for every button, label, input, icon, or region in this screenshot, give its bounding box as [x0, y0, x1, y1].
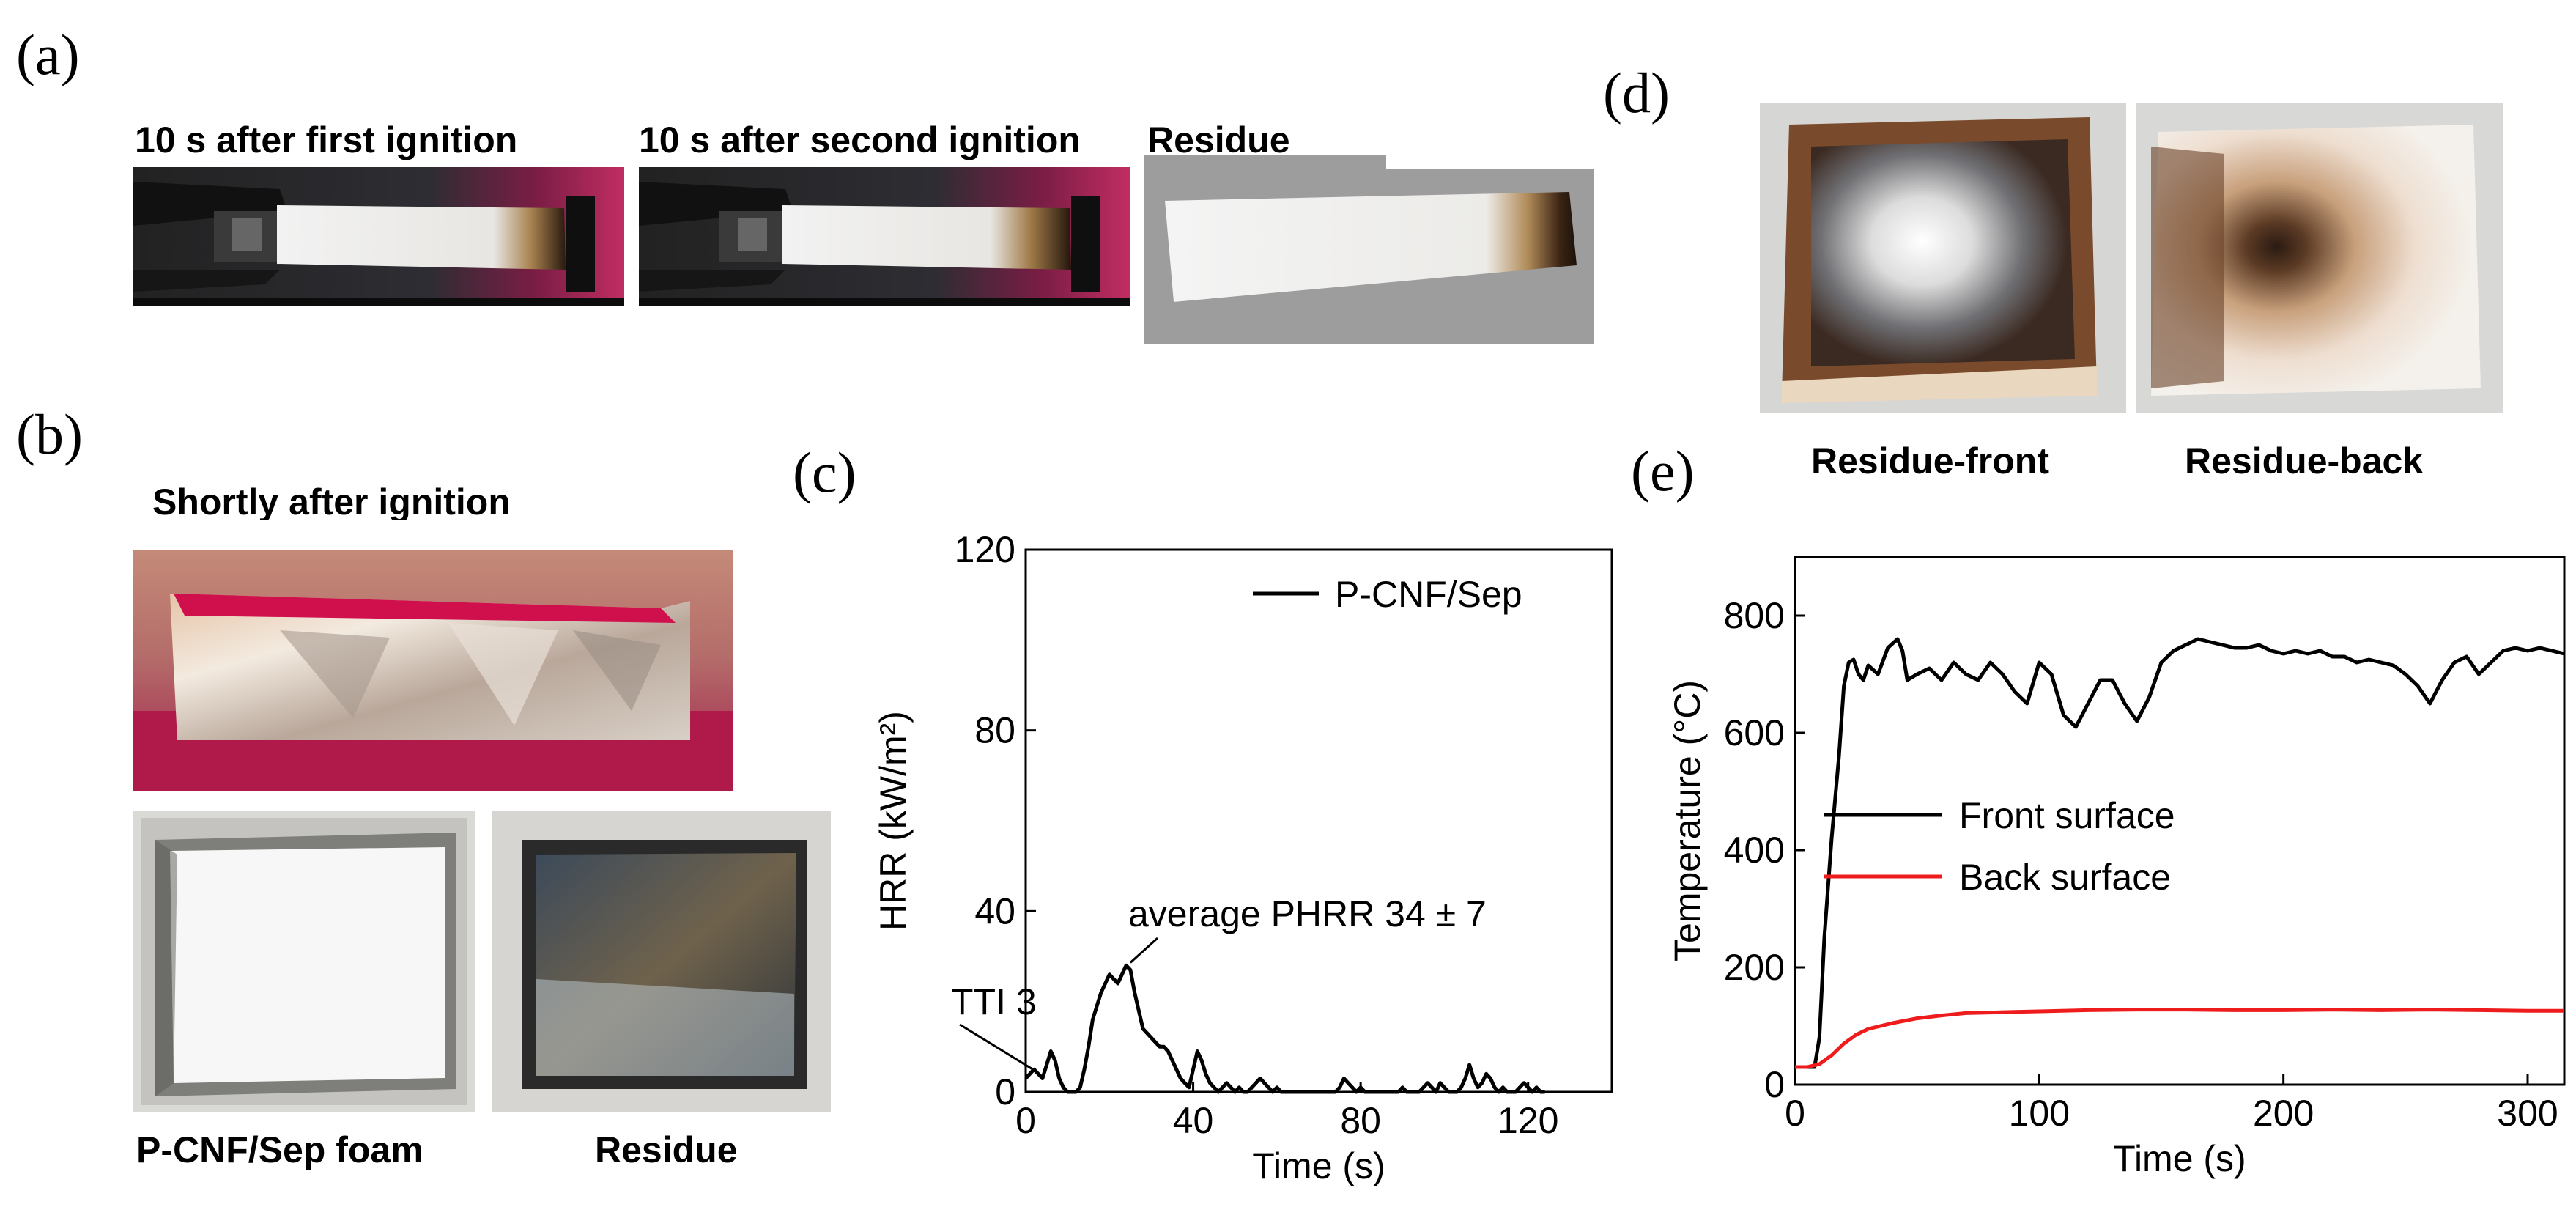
panel-label-c: (c)	[793, 440, 856, 504]
legend-label: P-CNF/Sep	[1335, 574, 1522, 615]
y-axis-label: HRR (kW/m²)	[873, 711, 914, 931]
annotation-tti-arrow	[959, 1023, 1036, 1072]
x-tick-label: 0	[1015, 1100, 1036, 1141]
x-tick-label: 40	[1173, 1100, 1214, 1141]
photo-residue-front	[1760, 103, 2126, 413]
y-tick-label: 800	[1724, 595, 1785, 636]
caption-a2: 10 s after second ignition	[639, 119, 1081, 160]
x-tick-label: 300	[2497, 1093, 2558, 1134]
annotation-tti: TTI 3	[951, 981, 1037, 1022]
x-tick-label: 200	[2253, 1093, 2314, 1134]
photo-residue-a	[1144, 155, 1594, 344]
plot-frame	[1794, 556, 2566, 1086]
x-axis-label: Time (s)	[1252, 1145, 1385, 1186]
caption-b2: P-CNF/Sep foam	[136, 1129, 423, 1170]
series-line-1	[1024, 963, 1545, 1094]
legend-label-front: Front surface	[1959, 795, 2175, 836]
caption-d2: Residue-back	[2185, 440, 2424, 481]
panel-label-d: (d)	[1603, 61, 1670, 125]
y-tick-label: 200	[1724, 947, 1785, 988]
annotation-peak: average PHRR 34 ± 7	[1128, 893, 1487, 934]
x-tick-label: 120	[1498, 1100, 1558, 1141]
x-axis-label: Time (s)	[2113, 1138, 2246, 1179]
y-axis-label: Temperature (°C)	[1667, 680, 1708, 962]
series-line-2	[1795, 1008, 2564, 1069]
series-line-1	[1795, 637, 2565, 1069]
y-tick-label: 600	[1724, 712, 1785, 753]
x-tick-label: 80	[1340, 1100, 1381, 1141]
caption-d1: Residue-front	[1811, 440, 2049, 481]
photo-second-ignition	[639, 167, 1130, 306]
legend-label-back: Back surface	[1959, 857, 2171, 898]
y-tick-label: 40	[974, 890, 1015, 931]
x-tick-label: 0	[1785, 1093, 1805, 1134]
y-tick-label: 80	[974, 710, 1015, 751]
x-tick-label: 100	[2009, 1093, 2070, 1134]
panel-label-e: (e)	[1631, 439, 1695, 503]
caption-a3: Residue	[1147, 119, 1290, 160]
photo-foam	[133, 811, 475, 1112]
y-tick-label: 0	[1764, 1064, 1785, 1105]
photo-shortly-after-ignition	[133, 520, 733, 791]
photo-residue-b	[492, 811, 831, 1112]
y-tick-label: 0	[995, 1071, 1015, 1112]
plot-frame	[1024, 548, 1613, 1093]
caption-b1: Shortly after ignition	[152, 481, 511, 523]
photo-first-ignition	[133, 167, 624, 306]
annotation-peak-arrow	[1129, 937, 1159, 964]
photo-residue-back	[2136, 103, 2503, 413]
caption-a1: 10 s after first ignition	[135, 119, 518, 160]
panel-label-a: (a)	[16, 23, 80, 86]
y-tick-label: 120	[955, 529, 1015, 570]
caption-b3: Residue	[595, 1129, 738, 1170]
panel-label-b: (b)	[16, 402, 83, 466]
y-tick-label: 400	[1724, 830, 1785, 871]
